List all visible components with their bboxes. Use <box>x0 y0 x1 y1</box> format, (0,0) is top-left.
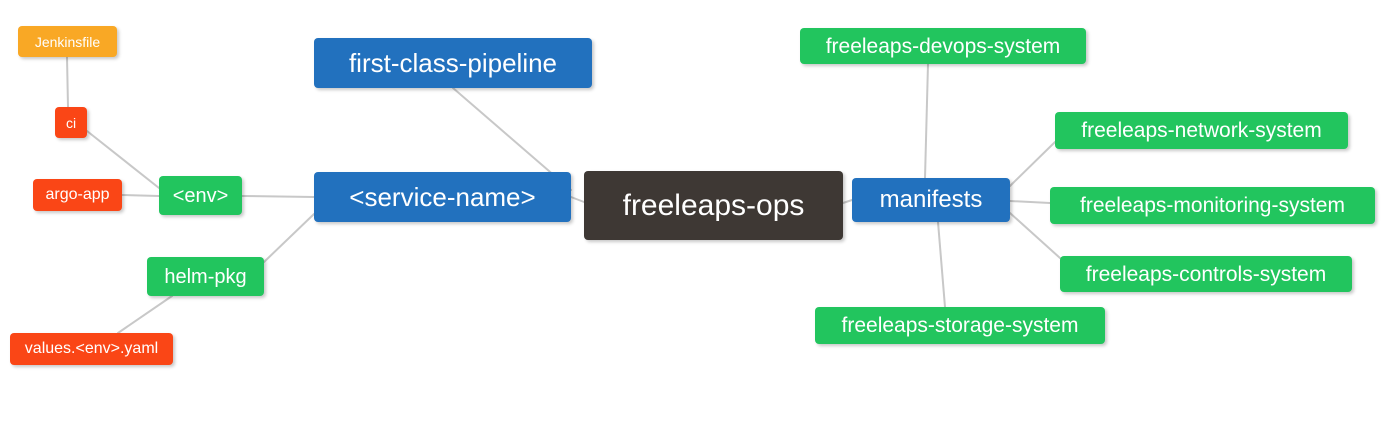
node-label-storage-system: freeleaps-storage-system <box>841 314 1079 337</box>
node-label-values-yaml: values.<env>.yaml <box>24 340 159 357</box>
node-values-yaml[interactable]: values.<env>.yaml <box>10 333 173 365</box>
node-argo-app[interactable]: argo-app <box>33 179 122 211</box>
node-label-first-class-pipeline: first-class-pipeline <box>348 48 558 78</box>
node-network-system[interactable]: freeleaps-network-system <box>1055 112 1348 149</box>
node-devops-system[interactable]: freeleaps-devops-system <box>800 28 1086 64</box>
edge-freeleaps-ops-to-manifests <box>842 199 853 204</box>
node-label-monitoring-system: freeleaps-monitoring-system <box>1080 194 1345 217</box>
node-service-name[interactable]: <service-name> <box>314 172 571 222</box>
edge-env-to-argo-app <box>121 194 160 197</box>
node-storage-system[interactable]: freeleaps-storage-system <box>815 307 1105 344</box>
node-label-manifests: manifests <box>879 186 983 213</box>
edge-helm-pkg-to-values-yaml <box>117 295 173 334</box>
node-label-jenkinsfile: Jenkinsfile <box>34 33 101 50</box>
node-helm-pkg[interactable]: helm-pkg <box>147 257 264 296</box>
node-label-network-system: freeleaps-network-system <box>1081 119 1322 142</box>
edge-ci-to-jenkinsfile <box>66 56 69 108</box>
edge-freeleaps-ops-to-service-name <box>570 196 585 203</box>
node-label-controls-system: freeleaps-controls-system <box>1085 262 1327 286</box>
node-label-service-name: <service-name> <box>349 182 536 212</box>
node-label-helm-pkg: helm-pkg <box>164 265 247 288</box>
node-ci[interactable]: ci <box>55 107 87 138</box>
node-label-argo-app: argo-app <box>45 186 110 203</box>
edge-manifests-to-monitoring-system <box>1009 200 1051 204</box>
node-label-freeleaps-ops: freeleaps-ops <box>622 188 805 222</box>
node-monitoring-system[interactable]: freeleaps-monitoring-system <box>1050 187 1375 224</box>
edge-env-to-ci <box>86 130 160 189</box>
edge-manifests-to-storage-system <box>937 221 946 308</box>
edge-manifests-to-controls-system <box>1009 212 1061 259</box>
node-env[interactable]: <env> <box>159 176 242 215</box>
edge-manifests-to-network-system <box>1009 141 1056 187</box>
node-first-class-pipeline[interactable]: first-class-pipeline <box>314 38 592 88</box>
node-jenkinsfile[interactable]: Jenkinsfile <box>18 26 117 57</box>
node-label-env: <env> <box>172 184 229 207</box>
node-label-ci: ci <box>65 114 77 131</box>
node-manifests[interactable]: manifests <box>852 178 1010 222</box>
edge-manifests-to-devops-system <box>924 63 929 179</box>
node-freeleaps-ops[interactable]: freeleaps-ops <box>584 171 843 240</box>
node-label-devops-system: freeleaps-devops-system <box>825 34 1061 58</box>
edge-service-name-to-env <box>241 195 315 198</box>
edge-service-name-to-helm-pkg <box>263 213 315 263</box>
node-controls-system[interactable]: freeleaps-controls-system <box>1060 256 1352 292</box>
